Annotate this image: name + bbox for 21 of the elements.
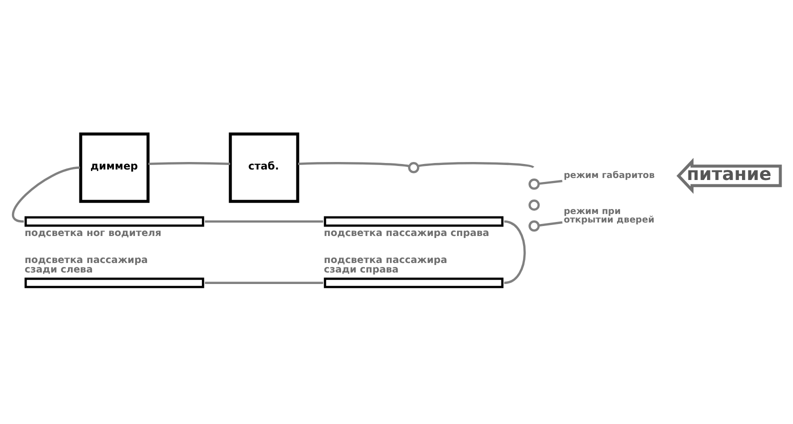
- connector: [204, 282, 324, 284]
- node-circle: [528, 178, 540, 190]
- connector: [538, 180, 562, 185]
- node-text: режим при открытии дверей: [564, 206, 654, 226]
- node-box: стаб.: [228, 132, 300, 203]
- connector: [148, 162, 230, 165]
- node-label: подсветка пассажира справа: [324, 228, 490, 240]
- connector: [538, 221, 562, 227]
- connector: [504, 220, 526, 284]
- node-circle: [528, 199, 540, 211]
- connector: [298, 162, 410, 168]
- connector: [12, 166, 80, 223]
- node-box: диммер: [79, 132, 150, 203]
- node-circle: [528, 220, 540, 232]
- node-text: режим габаритов: [564, 170, 655, 181]
- connector: [418, 162, 534, 168]
- node-label: подсветка пассажира сзади слева: [24, 254, 148, 276]
- node-circle: [408, 162, 420, 174]
- node-label: подсветка ног водителя: [24, 228, 162, 240]
- node-label: подсветка пассажира сзади справа: [324, 254, 448, 276]
- connector: [204, 220, 324, 223]
